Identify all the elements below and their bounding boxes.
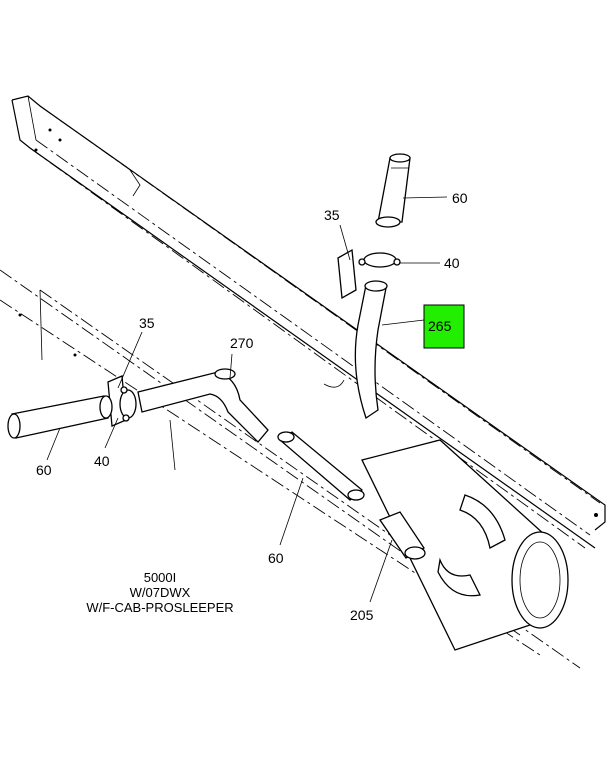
bracket-35-top[interactable] bbox=[337, 248, 357, 300]
callout-35-left[interactable]: 35 bbox=[139, 315, 155, 331]
clamp-40-left[interactable] bbox=[119, 386, 137, 422]
pipe-270[interactable] bbox=[137, 368, 269, 443]
callout-270[interactable]: 270 bbox=[230, 335, 254, 351]
callout-40-left[interactable]: 40 bbox=[94, 453, 110, 469]
callout-60-left[interactable]: 60 bbox=[36, 462, 52, 478]
note-line-2: W/07DWX bbox=[129, 585, 191, 600]
callout-35-top[interactable]: 35 bbox=[324, 207, 340, 223]
callout-265-highlight[interactable] bbox=[423, 304, 465, 349]
model-note: 5000I W/07DWX W/F-CAB-PROSLEEPER bbox=[60, 570, 260, 615]
leader-lines bbox=[46, 196, 448, 603]
pipe-265[interactable] bbox=[323, 280, 388, 420]
clamp-40-top[interactable] bbox=[358, 252, 401, 268]
pipe-60-left[interactable] bbox=[7, 395, 113, 439]
muffler-205[interactable] bbox=[361, 439, 569, 651]
callout-60-bottom[interactable]: 60 bbox=[268, 550, 284, 566]
callout-265[interactable]: 265 bbox=[428, 318, 452, 334]
callout-205[interactable]: 205 bbox=[350, 607, 374, 623]
upper-frame-rail bbox=[11, 95, 606, 549]
callout-60-top[interactable]: 60 bbox=[452, 190, 468, 206]
pipe-60-bottom[interactable] bbox=[277, 431, 365, 501]
pipe-60-top[interactable] bbox=[375, 153, 411, 228]
callout-40-right[interactable]: 40 bbox=[444, 255, 460, 271]
note-line-1: 5000I bbox=[143, 570, 177, 585]
note-line-3: W/F-CAB-PROSLEEPER bbox=[86, 600, 234, 615]
